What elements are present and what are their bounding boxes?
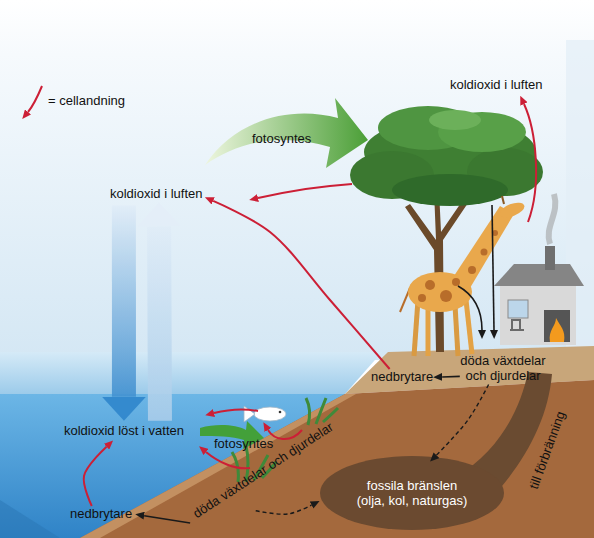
decay-arrow xyxy=(144,516,190,523)
fish-eye xyxy=(279,411,282,414)
carbon-pool-text: koldioxid i luften xyxy=(450,77,543,92)
giraffe-spot xyxy=(468,266,476,274)
respiration-arrow xyxy=(206,452,250,468)
chimney xyxy=(545,246,555,270)
respiration-arrow xyxy=(524,104,536,222)
giraffe-head xyxy=(498,200,527,220)
tree-crown xyxy=(392,174,508,206)
fossilisation-arrow xyxy=(256,505,312,514)
window xyxy=(508,300,528,318)
giraffe-leg xyxy=(455,305,458,356)
node-text: koldioxid i luften xyxy=(450,77,543,92)
giraffe-horn xyxy=(502,196,504,204)
node-text: fossila bränslen (olja, kol, naturgas) xyxy=(352,478,472,508)
node-text: nedbrytare xyxy=(70,506,132,521)
fish-tail xyxy=(244,406,255,422)
house-roof xyxy=(494,264,584,286)
respiration-arrow xyxy=(213,201,389,369)
decomposer-text: nedbrytare xyxy=(371,369,433,384)
dead-matter-text: döda växtdelar och djurdelar xyxy=(190,419,336,521)
legend-arrow-sample xyxy=(28,86,42,112)
node-text: döda växtdelar och djurdelar xyxy=(455,353,551,383)
dead-matter-text: döda växtdelar och djurdelar xyxy=(455,353,551,383)
giraffe-leg xyxy=(466,300,472,354)
giraffe-leg xyxy=(414,300,418,356)
chair xyxy=(510,320,524,330)
water-plant xyxy=(306,398,338,425)
decay-arrow xyxy=(442,376,460,378)
giraffe-spot xyxy=(481,249,488,256)
fire xyxy=(550,318,565,342)
tree-crown xyxy=(429,110,481,130)
giraffe-leg xyxy=(426,305,431,356)
photosynthesis-arrow xyxy=(205,98,368,168)
outgassing-arrow xyxy=(147,227,172,421)
decay-arrow xyxy=(492,205,494,330)
process-label: fotosyntes xyxy=(252,131,311,146)
fossil-fuel-blob: fossila bränslen (olja, kol, naturgas) xyxy=(320,456,504,530)
smoke xyxy=(549,194,556,244)
carbon-pool-text: koldioxid i luften xyxy=(110,186,203,201)
dissolution-arrow xyxy=(112,206,136,397)
fireplace xyxy=(544,310,570,342)
node-text: koldioxid löst i vatten xyxy=(64,423,184,438)
house-wall xyxy=(500,283,576,345)
fossilisation-arrow xyxy=(436,385,488,456)
giraffe-spot xyxy=(452,278,460,286)
process-label: fotosyntes xyxy=(214,436,273,451)
giraffe-spot xyxy=(418,294,426,302)
respiration-arrow xyxy=(214,410,258,413)
sky xyxy=(0,0,594,360)
giraffe-spot xyxy=(425,280,435,290)
node-text: döda växtdelar och djurdelar xyxy=(190,419,336,521)
water-floor xyxy=(0,500,60,538)
legend-text: = cellandning xyxy=(48,93,125,108)
process-label: till förbränning xyxy=(526,409,568,491)
node-text: nedbrytare xyxy=(371,369,433,384)
respiration-arrow xyxy=(258,184,352,198)
blob-shape xyxy=(320,456,504,530)
respiration-arrow xyxy=(84,447,107,506)
giraffe-spot xyxy=(440,290,452,302)
node-text: koldioxid i luften xyxy=(110,186,203,201)
decay-arrow xyxy=(458,286,482,330)
legend-item: = cellandning xyxy=(48,93,125,108)
carbon-pool-text: koldioxid löst i vatten xyxy=(64,423,184,438)
water-surface xyxy=(0,352,382,394)
decomposer-text: nedbrytare xyxy=(70,506,132,521)
fish xyxy=(254,407,286,421)
